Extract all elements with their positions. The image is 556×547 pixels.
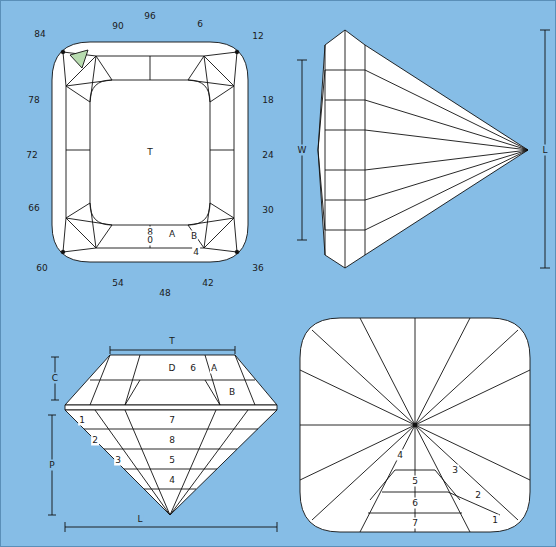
facet-label: T (168, 336, 176, 347)
facet-label: 66 (27, 203, 40, 214)
facet-label: 42 (201, 278, 214, 289)
facet-label: 3 (451, 465, 459, 476)
facet-label: 5 (411, 476, 419, 487)
facet-label: P (48, 460, 55, 471)
facet-label: 4 (168, 475, 176, 486)
facet-label: 6 (411, 498, 419, 509)
facet-label: 0 (146, 235, 154, 246)
facet-label: B (228, 387, 236, 398)
facet-label: 54 (111, 278, 124, 289)
facet-label: 12 (251, 31, 264, 42)
facet-label: 84 (33, 29, 46, 40)
facet-label: 5 (168, 455, 176, 466)
facet-label: 1 (78, 415, 86, 426)
facet-label: 6 (189, 363, 197, 374)
facet-label: 7 (411, 518, 419, 529)
facet-label: 8 (168, 435, 176, 446)
facet-label: 96 (143, 11, 156, 22)
facet-label: 4 (192, 247, 200, 258)
facet-label: L (136, 514, 143, 525)
facet-label: 7 (168, 415, 176, 426)
facet-label: 2 (474, 490, 482, 501)
facet-label: 72 (25, 150, 38, 161)
facet-label: A (168, 229, 176, 240)
facet-label: C (51, 373, 59, 384)
facet-label: 48 (158, 288, 171, 299)
facet-label: 18 (261, 95, 274, 106)
facet-label: 6 (196, 19, 204, 30)
facet-label: W (297, 145, 308, 156)
facet-label: 24 (261, 150, 274, 161)
facet-label: 60 (35, 263, 48, 274)
facet-label: 4 (396, 450, 404, 461)
facet-label: 90 (111, 21, 124, 32)
facet-label: 1 (491, 515, 499, 526)
facet-label: 3 (114, 455, 122, 466)
facet-label: 2 (91, 435, 99, 446)
facet-label: D (168, 363, 177, 374)
facet-label: L (541, 145, 548, 156)
facet-label: 78 (27, 95, 40, 106)
facet-label: T (146, 147, 154, 158)
facet-label: 30 (261, 205, 274, 216)
facet-label: A (210, 363, 218, 374)
facet-label: B (190, 231, 198, 242)
facet-label: 36 (251, 263, 264, 274)
